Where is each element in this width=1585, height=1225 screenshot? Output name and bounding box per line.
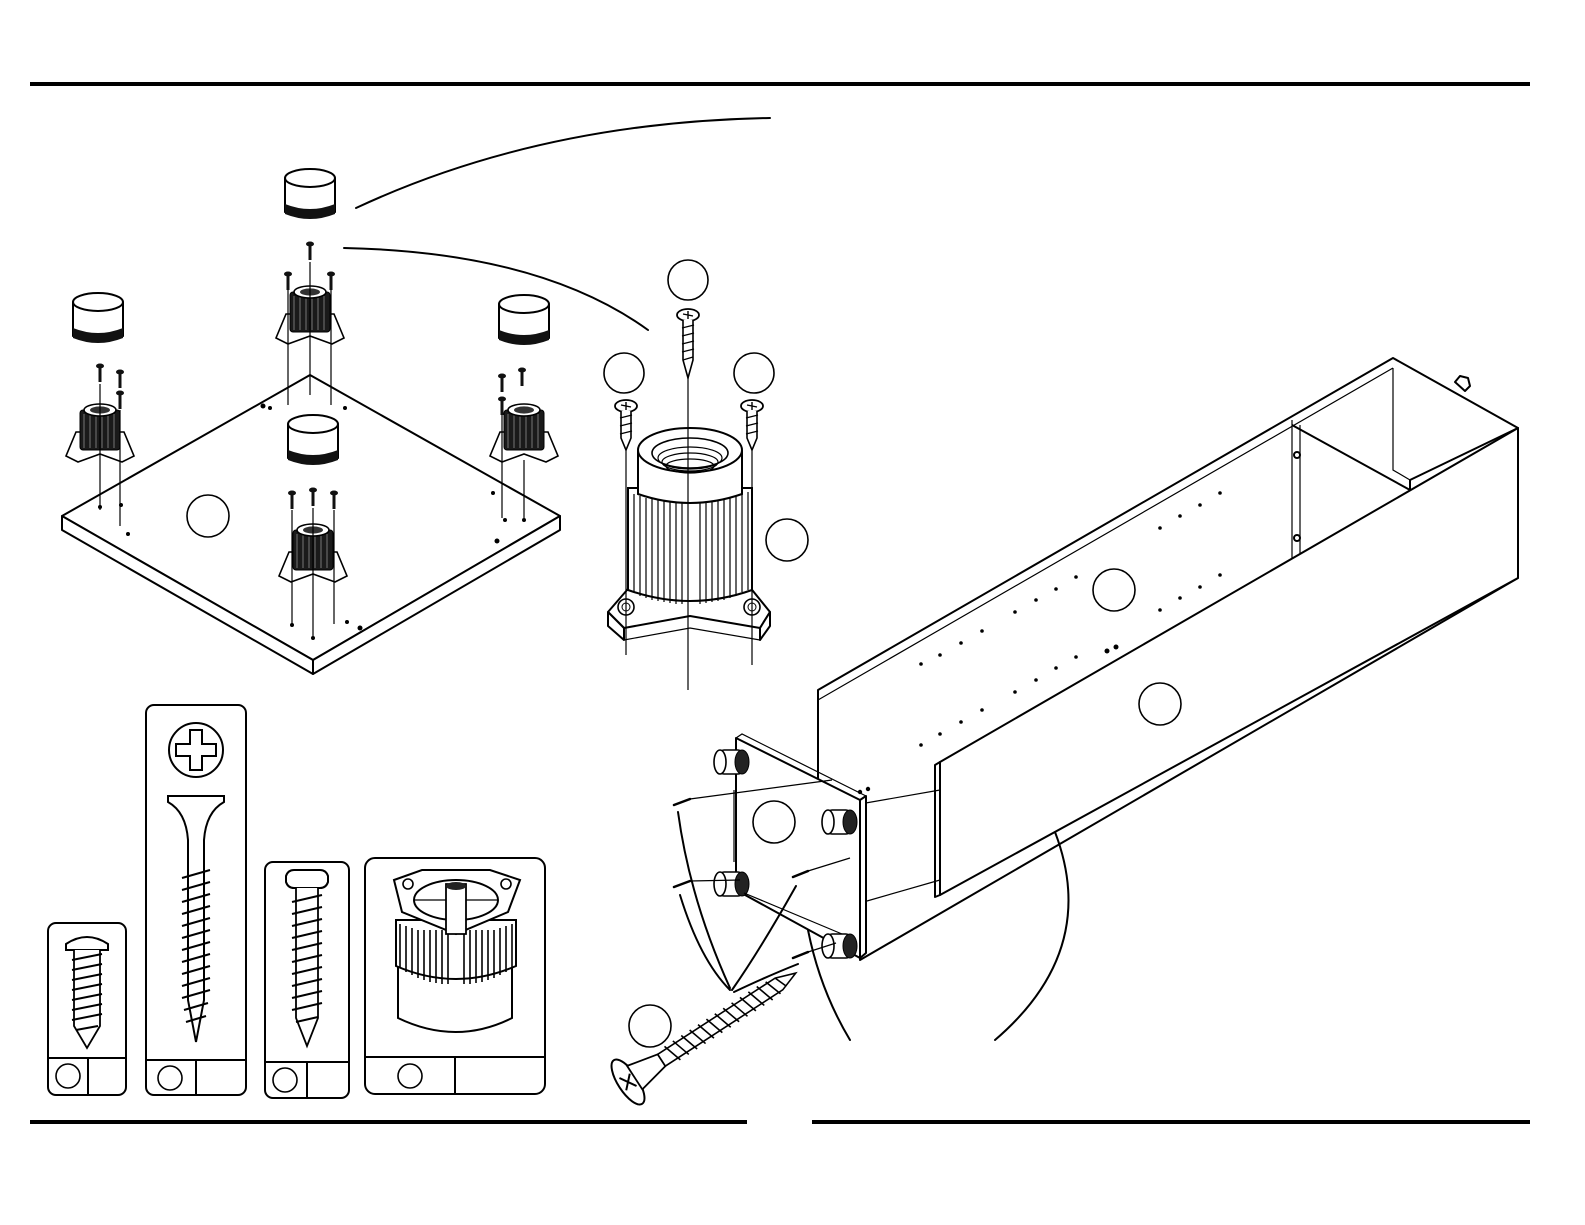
cabinet-box — [674, 358, 1518, 1040]
callout-side-panel — [1093, 569, 1135, 611]
socket-detail — [604, 260, 808, 690]
callout-part-small-screw — [56, 1064, 80, 1088]
parts-legend — [48, 705, 545, 1098]
zoom-arc-upper — [356, 118, 770, 208]
callout-back-panel — [1139, 683, 1181, 725]
callout-part-leg-socket — [398, 1064, 422, 1088]
part-card-long-screw — [146, 705, 246, 1095]
callout-end-panel — [753, 801, 795, 843]
part-card-medium-screw — [265, 862, 349, 1098]
callout-screw-left — [604, 353, 644, 393]
part-card-leg-socket — [365, 858, 545, 1094]
callout-part-medium-screw — [273, 1068, 297, 1092]
callout-base-panel — [187, 495, 229, 537]
leg-socket-icon — [394, 870, 520, 1032]
callout-screw-right — [734, 353, 774, 393]
callout-screw-top — [668, 260, 708, 300]
zoom-arc-lower — [344, 248, 648, 330]
part-card-small-screw — [48, 923, 126, 1095]
leg-stack-top — [276, 169, 344, 405]
callout-long-screw — [629, 1005, 671, 1047]
callout-part-long-screw — [158, 1066, 182, 1090]
callout-leg-socket — [766, 519, 808, 561]
